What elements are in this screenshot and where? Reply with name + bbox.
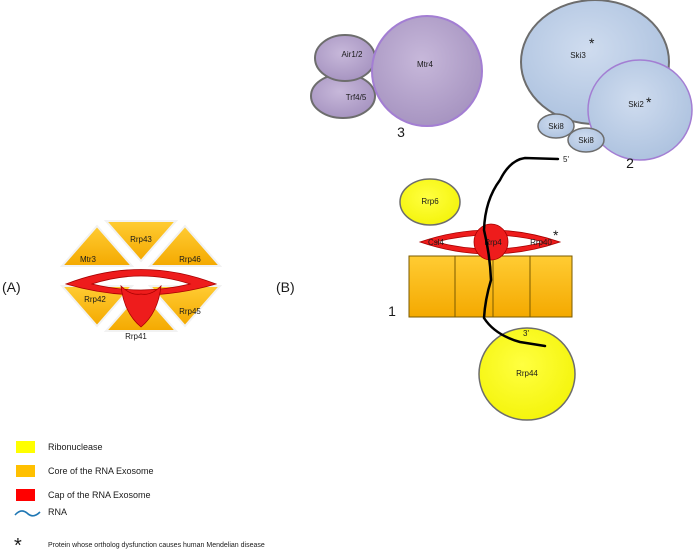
rna-3prime-label: 3' [523,329,529,338]
legend-label-ribonuclease: Ribonuclease [48,442,103,452]
ski3-asterisk: * [589,35,595,51]
label-lower-left: Rrp42 [84,295,106,304]
mtr4-protein [371,15,483,127]
rna-strand [482,156,560,348]
rrp4-label: Rrp4 [484,238,502,247]
segment-top [103,220,179,263]
ski2-asterisk: * [646,94,652,110]
rrp40-label: Rrp40 [530,238,552,247]
legend-swatch-cap [16,489,35,501]
label-lower-right: Rrp45 [179,307,201,316]
label-top: Rrp43 [130,235,152,244]
legend-swatch-core [16,465,35,477]
legend-label-cap: Cap of the RNA Exosome [48,490,151,500]
label-bottom: Rrp41 [125,332,147,341]
segment-upper-right [147,224,223,267]
complex-number-2: 2 [626,155,634,171]
complex-number-1: 1 [388,303,396,319]
cap-lobe [120,284,162,328]
label-upper-right: Rrp46 [179,255,201,264]
trf4-5-label: Trf4/5 [346,93,367,102]
legend-asterisk-symbol: * [14,535,22,550]
legend-label-rna: RNA [48,507,67,517]
legend-asterisk-note: Protein whose ortholog dysfunction cause… [48,542,265,549]
legend: Ribonuclease Core of the RNA Exosome Cap… [14,441,265,550]
mtr4-label: Mtr4 [417,60,434,69]
ski2-protein [587,59,693,161]
ski8-label-b: Ski8 [578,136,594,145]
ski8-label-a: Ski8 [548,122,564,131]
legend-label-core: Core of the RNA Exosome [48,466,154,476]
exosome-hexamer-top-view: Rrp43 Mtr3 Rrp46 Rrp42 Rrp45 Rrp41 [59,220,223,341]
segment-upper-left [59,224,135,267]
ski3-label: Ski3 [570,51,586,60]
ski8-protein-a [537,113,575,139]
complex-number-3: 3 [397,124,405,140]
panel-b-label: (B) [276,279,295,295]
ski8-protein-b [567,127,605,153]
legend-swatch-rna [14,510,41,517]
rrp44-label: Rrp44 [516,369,538,378]
exosome-core-barrel: 1 [388,255,573,319]
csl4-label: Csl4 [428,238,445,247]
panel-a-label: (A) [2,279,21,295]
label-upper-left: Mtr3 [80,255,97,264]
rrp44-protein [478,327,576,421]
legend-swatch-ribonuclease [16,441,35,453]
air1-2-label: Air1/2 [342,50,363,59]
ski2-label: Ski2 [628,100,644,109]
rrp6-label: Rrp6 [421,197,439,206]
rrp40-asterisk: * [553,227,559,243]
rrp4-protein [473,223,509,261]
tramp-complex: Air1/2 Trf4/5 Mtr4 3 [310,15,483,140]
ski-complex: Ski3 * Ski2 * Ski8 Ski8 2 [520,0,693,171]
cap-ring-side [418,229,562,255]
rna-5prime-label: 5' [563,155,569,164]
rrp6-protein [399,178,461,226]
exosome-cap: Csl4 Rrp4 Rrp40 * [418,223,562,261]
